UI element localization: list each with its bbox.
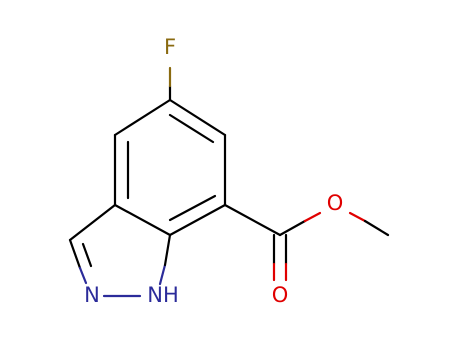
- bond-oether-seg: [303, 211, 322, 223]
- atom-label-n-ring: N: [84, 283, 100, 307]
- bond-n1-c7a: [163, 233, 172, 267]
- bond-c3a-c3: [68, 203, 117, 242]
- bond-ccarbonyl-oether: [278, 219, 307, 237]
- atom-label-o-ether: O: [327, 191, 344, 215]
- bond-c3-n2: [68, 238, 82, 270]
- bond-c6-c5: [168, 98, 227, 137]
- bond-c7a-c7-inner: [168, 194, 217, 222]
- bond-c3a-c7a: [113, 203, 172, 237]
- bond-oether-methyl: [363, 219, 390, 237]
- bond-c7a-c7: [168, 203, 227, 237]
- bond-c7-ccarbonyl: [223, 203, 282, 237]
- bond-c5-c4: [113, 98, 172, 137]
- atom-label-f: F: [164, 35, 176, 59]
- atom-label-nh: NH: [147, 283, 179, 307]
- bond-c3-n2-inner: [81, 242, 93, 268]
- bond-oether-methyl-o: [348, 211, 367, 223]
- bond-c3-n2-n: [78, 266, 88, 285]
- bond-n1-c7a-n: [158, 263, 167, 286]
- atom-label-o-carbonyl: O: [272, 283, 289, 307]
- bond-c6-c5-inner: [168, 113, 215, 144]
